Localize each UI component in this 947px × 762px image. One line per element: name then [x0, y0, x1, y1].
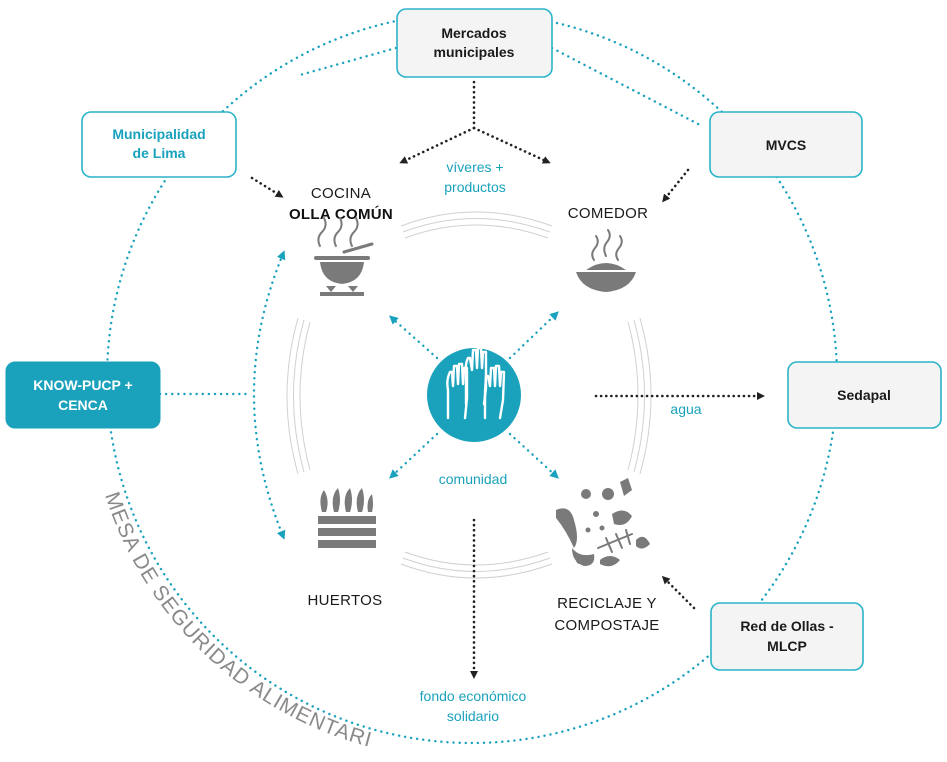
svg-text:de Lima: de Lima: [133, 145, 186, 161]
svg-text:Sedapal: Sedapal: [837, 387, 891, 403]
svg-text:OLLA COMÚN: OLLA COMÚN: [289, 205, 393, 223]
svg-text:municipales: municipales: [434, 44, 515, 60]
connector-mercados: [298, 46, 398, 77]
cooking-pot-icon: [314, 217, 374, 296]
teal-flow-arrows: [252, 250, 559, 540]
actor-box-mvcs: MVCS: [709, 111, 863, 178]
svg-text:COMPOSTAJE: COMPOSTAJE: [554, 617, 659, 634]
raised-hands-icon: [446, 346, 506, 420]
node-reciclaje: RECICLAJE Y COMPOSTAJE: [554, 478, 659, 634]
svg-text:MVCS: MVCS: [766, 137, 806, 153]
dark-flow-arrows: [250, 80, 765, 679]
flow-label-viveres-1: víveres +: [446, 159, 503, 175]
svg-text:MLCP: MLCP: [767, 638, 807, 654]
svg-text:COCINA: COCINA: [311, 185, 371, 202]
garden-crate-icon: [318, 488, 376, 548]
svg-text:HUERTOS: HUERTOS: [308, 592, 383, 609]
node-cocina: COCINA OLLA COMÚN: [289, 185, 393, 296]
food-plate-icon: [576, 229, 636, 292]
svg-text:CENCA: CENCA: [58, 397, 108, 413]
community-center: comunidad: [427, 346, 521, 487]
svg-text:KNOW-PUCP +: KNOW-PUCP +: [33, 377, 132, 393]
svg-text:COMEDOR: COMEDOR: [568, 205, 648, 222]
flow-label-viveres-2: productos: [444, 179, 505, 195]
actor-box-mercados: Mercados municipales: [396, 8, 553, 78]
svg-text:Red de Ollas -: Red de Ollas -: [740, 618, 834, 634]
actor-box-know: KNOW-PUCP + CENCA: [5, 361, 161, 429]
organic-waste-icon: [556, 478, 650, 567]
flow-label-fondo-2: solidario: [447, 708, 499, 724]
connector-mercados-right: [550, 46, 702, 127]
actor-box-sedapal: Sedapal: [787, 361, 942, 429]
node-comedor: COMEDOR: [568, 205, 648, 292]
svg-text:RECICLAJE Y: RECICLAJE Y: [557, 595, 657, 612]
flow-label-fondo-1: fondo económico: [420, 688, 527, 704]
center-label: comunidad: [439, 471, 508, 487]
actor-box-municipalidad: Municipalidad de Lima: [81, 111, 237, 178]
svg-text:Municipalidad: Municipalidad: [112, 126, 205, 142]
flow-label-agua: agua: [670, 401, 701, 417]
actor-box-red-ollas: Red de Ollas - MLCP: [710, 602, 864, 671]
node-huertos: HUERTOS: [308, 488, 383, 609]
svg-text:Mercados: Mercados: [441, 25, 507, 41]
